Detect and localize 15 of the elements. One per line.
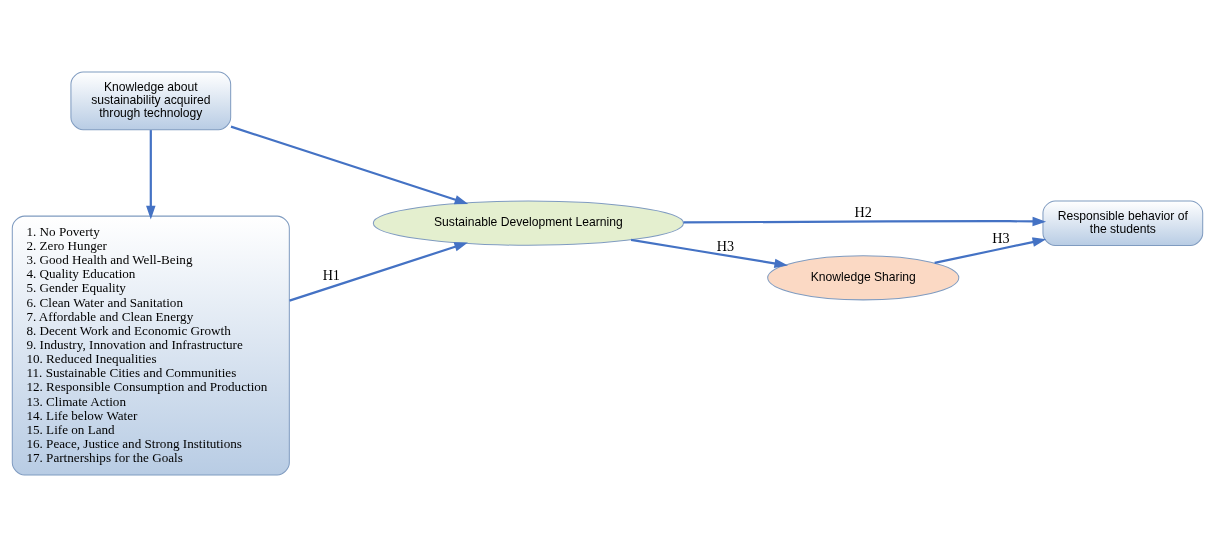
- edge-label: H3: [992, 229, 1010, 246]
- node-box: 1. No Poverty 2. Zero Hunger 3. Good Health and Well-Being 4. Quality Education 5. Gender Equality 6. Clean Water and Sanitation 7. Affordable and Clean Energy 8. Decent Work and Economic Growth 9. Industry, Innovation and Infrastructure 10. Reduced Inequalities 11. Sustainable Cities and Communities 12. Responsible Consumption and Production 13. Climate Action 14. Life below Water 15. Life on Land 16. Peace, Justice and Strong Institutions 17. Partnerships for the Goals: [11, 215, 290, 475]
- edge-label: H3: [716, 237, 735, 254]
- node-ellipse: Sustainable Development Learning: [372, 200, 684, 246]
- arrow: [630, 238, 788, 268]
- node-box: Knowledge about sustainability acquired through technology: [70, 71, 232, 130]
- arrow: [230, 125, 469, 204]
- arrow: [934, 236, 1047, 264]
- node-ellipse: Knowledge Sharing: [767, 254, 960, 300]
- edge-label: H2: [854, 203, 872, 220]
- arrow: [146, 129, 156, 219]
- arrow: [683, 216, 1047, 226]
- edge-label: H1: [322, 266, 340, 283]
- node-box: Responsible behavior of the students: [1042, 199, 1204, 246]
- arrow: [289, 241, 468, 302]
